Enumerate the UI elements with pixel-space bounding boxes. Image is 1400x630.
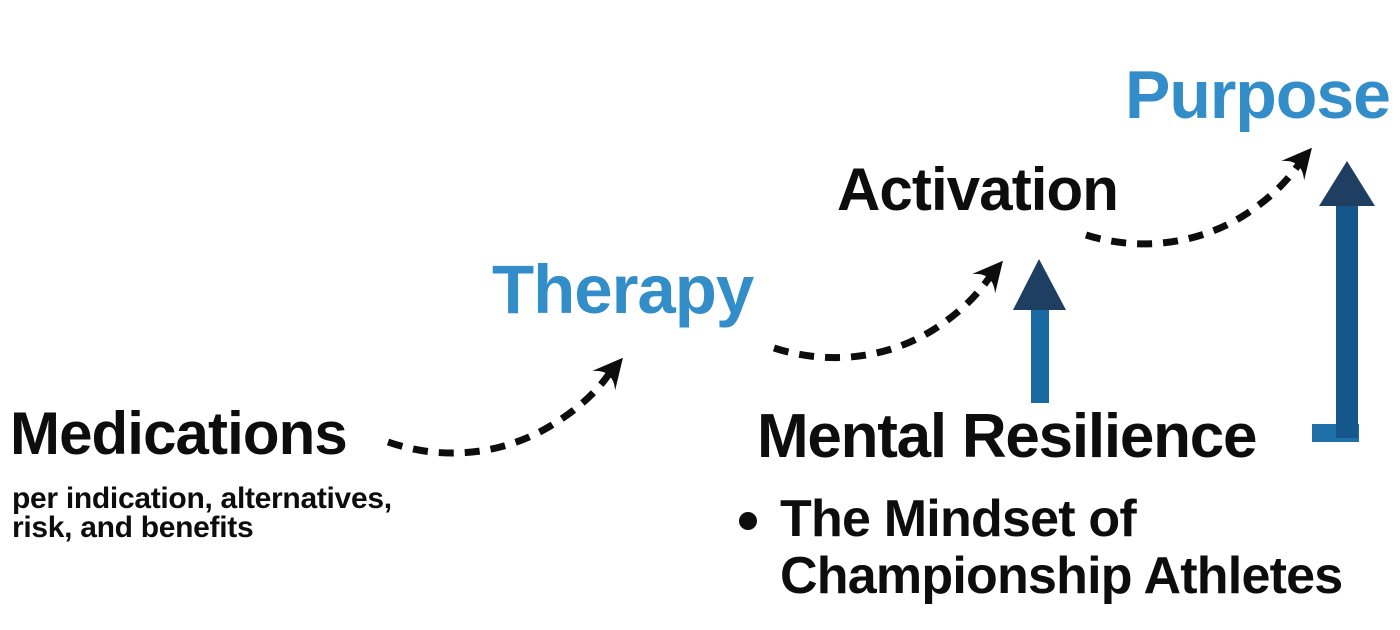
solid-arrow-resilience-to-purpose-icon: [1312, 161, 1375, 442]
stage-label-activation: Activation: [837, 156, 1119, 223]
solid-arrow-resilience-to-activation-icon: [1013, 259, 1066, 403]
medications-note: per indication, alternatives, risk, and …: [12, 482, 392, 544]
stage-label-mental-resilience: Mental Resilience: [757, 402, 1257, 471]
dashed-arrow-activation-to-purpose-icon: [1084, 147, 1312, 248]
medications-note-line2: risk, and benefits: [12, 510, 254, 544]
stage-label-medications: Medications: [10, 400, 348, 467]
resilience-bullet-text: The Mindset of Championship Athletes: [780, 490, 1343, 606]
dashed-arrow-medications-to-therapy-icon: [386, 357, 623, 457]
resilience-bullet-line2: Championship Athletes: [780, 547, 1343, 606]
stage-label-purpose: Purpose: [1125, 57, 1391, 133]
stage-label-therapy: Therapy: [492, 251, 754, 328]
dashed-arrow-therapy-to-activation-icon: [772, 260, 1003, 362]
resilience-bullet-line1: The Mindset of: [780, 490, 1137, 548]
bullet-point-icon: [739, 512, 757, 530]
medications-note-line1: per indication, alternatives,: [12, 482, 392, 515]
